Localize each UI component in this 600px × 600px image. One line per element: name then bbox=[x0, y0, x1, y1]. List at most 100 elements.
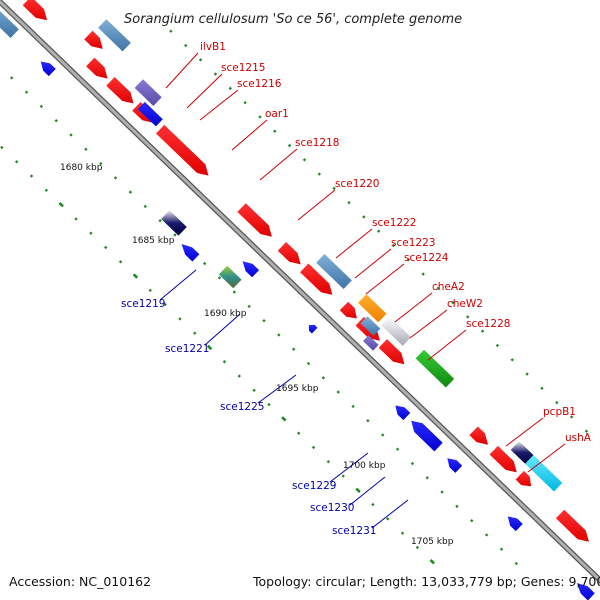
tick-mark bbox=[366, 418, 370, 423]
scale-label: 1700 kbp bbox=[343, 461, 386, 471]
tick-mark bbox=[178, 317, 182, 321]
leader-line bbox=[354, 248, 392, 279]
leader-line bbox=[527, 443, 566, 473]
tick-mark bbox=[291, 347, 296, 351]
tick-mark bbox=[484, 533, 489, 537]
major-tick-mark bbox=[132, 273, 139, 279]
scale-label: 1685 kbp bbox=[132, 236, 175, 246]
tick-mark bbox=[514, 561, 519, 566]
tick-mark bbox=[296, 431, 301, 435]
reverse-gene-other bbox=[218, 265, 242, 289]
forward-gene bbox=[469, 426, 488, 445]
tick-mark bbox=[470, 518, 474, 523]
leader-line bbox=[349, 476, 386, 506]
forward-gene bbox=[339, 301, 357, 319]
tick-mark bbox=[262, 318, 266, 323]
outer-tick-track bbox=[169, 29, 600, 446]
scale-label: 1695 kbp bbox=[276, 384, 319, 394]
tick-mark bbox=[202, 261, 207, 266]
tick-mark bbox=[451, 300, 455, 305]
leader-line bbox=[159, 269, 197, 301]
leader-line bbox=[505, 417, 544, 447]
tick-mark bbox=[415, 545, 420, 550]
label-leaders bbox=[159, 52, 566, 529]
tick-mark bbox=[311, 445, 316, 450]
forward-gene-other bbox=[358, 294, 387, 323]
reverse-gene bbox=[181, 244, 200, 262]
tick-mark bbox=[84, 147, 88, 151]
gene-label-forward: sce1218 bbox=[295, 137, 339, 149]
reverse-gene bbox=[576, 583, 595, 600]
gene-label-forward: pcpB1 bbox=[543, 406, 576, 418]
forward-gene-other bbox=[525, 455, 563, 492]
reverse-gene-other bbox=[161, 210, 187, 236]
gene-label-forward: sce1224 bbox=[404, 252, 449, 264]
tick-mark bbox=[74, 217, 78, 221]
forward-gene bbox=[555, 509, 589, 542]
gene-label-reverse: sce1221 bbox=[165, 343, 209, 355]
tick-mark bbox=[198, 58, 203, 62]
forward-gene-other bbox=[360, 316, 381, 336]
gene-label-forward: sce1216 bbox=[237, 78, 282, 90]
forward-gene-other bbox=[510, 441, 534, 464]
gene-label-forward: cheA2 bbox=[432, 281, 465, 293]
leader-line bbox=[186, 73, 223, 109]
scale-label: 1705 kbp bbox=[411, 537, 454, 547]
leader-line bbox=[427, 329, 467, 361]
reverse-gene bbox=[395, 405, 411, 421]
tick-mark bbox=[362, 215, 366, 219]
reverse-gene bbox=[507, 516, 523, 532]
tick-mark bbox=[143, 204, 147, 209]
genome-summary-text: Topology: circular; Length: 13,033,779 b… bbox=[252, 574, 600, 589]
tick-mark bbox=[555, 400, 559, 405]
tick-mark bbox=[302, 158, 307, 162]
major-tick-mark bbox=[58, 201, 64, 208]
tick-mark bbox=[406, 258, 411, 262]
gene-label-forward: sce1223 bbox=[391, 237, 435, 249]
leader-line bbox=[371, 499, 409, 529]
tick-mark bbox=[173, 233, 177, 237]
tick-mark bbox=[69, 133, 73, 137]
tick-mark bbox=[39, 104, 44, 109]
leader-line bbox=[297, 189, 336, 221]
tick-mark bbox=[158, 218, 162, 223]
tick-mark bbox=[425, 476, 429, 480]
forward-gene bbox=[237, 203, 272, 237]
tick-mark bbox=[341, 474, 345, 478]
tick-mark bbox=[232, 290, 237, 294]
tick-mark bbox=[9, 76, 14, 80]
tick-mark bbox=[480, 329, 485, 333]
tick-mark bbox=[99, 161, 103, 166]
tick-mark bbox=[336, 390, 340, 394]
forward-gene bbox=[378, 339, 405, 365]
forward-gene-other bbox=[363, 335, 379, 351]
gene-label-reverse: sce1225 bbox=[220, 401, 264, 413]
tick-mark bbox=[148, 288, 152, 293]
major-tick-mark bbox=[206, 344, 213, 351]
gene-label-forward: cheW2 bbox=[447, 298, 483, 310]
tick-mark bbox=[525, 372, 529, 376]
reverse-gene bbox=[411, 420, 443, 452]
tick-mark bbox=[499, 547, 504, 551]
leader-line bbox=[199, 89, 239, 121]
tick-mark bbox=[14, 160, 19, 164]
tick-mark bbox=[54, 119, 58, 123]
forward-gene bbox=[515, 470, 532, 487]
leader-line bbox=[204, 313, 241, 346]
major-tick-mark bbox=[429, 559, 435, 565]
forward-gene-other bbox=[134, 79, 162, 106]
tick-mark bbox=[104, 245, 108, 250]
tick-mark bbox=[243, 100, 247, 105]
gene-label-reverse: sce1219 bbox=[121, 298, 165, 310]
tick-mark bbox=[376, 229, 381, 233]
tick-mark bbox=[277, 333, 281, 337]
tick-mark bbox=[306, 361, 311, 366]
forward-gene bbox=[22, 0, 48, 21]
tick-mark bbox=[466, 315, 470, 319]
reverse-gene bbox=[447, 458, 463, 473]
gene-label-reverse: sce1229 bbox=[292, 480, 336, 492]
reverse-gene bbox=[308, 324, 318, 334]
gene-label-forward: oar1 bbox=[265, 108, 289, 120]
tick-mark bbox=[371, 502, 375, 507]
forward-gene-other bbox=[137, 101, 163, 127]
